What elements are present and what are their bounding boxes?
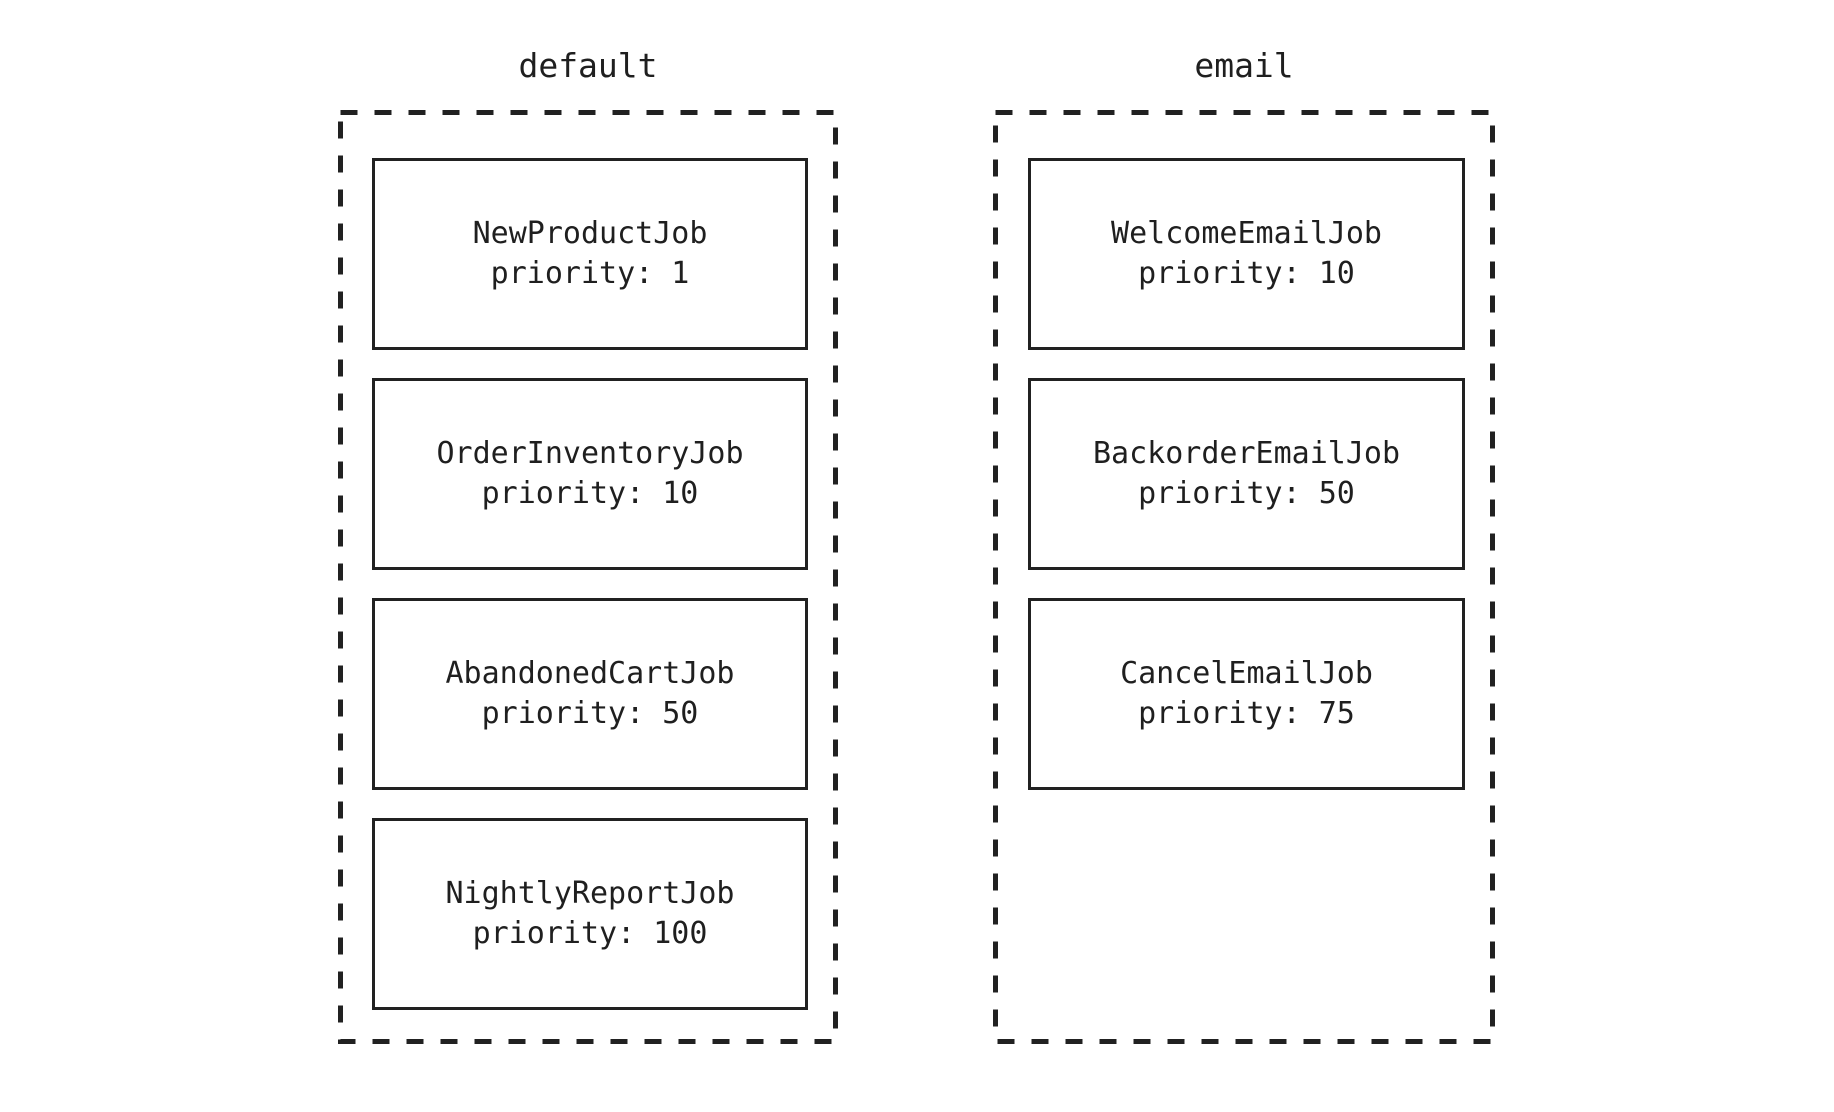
job-card[interactable]: AbandonedCartJob priority: 50 <box>372 598 808 790</box>
job-priority: priority: 10 <box>481 476 699 511</box>
job-name: AbandonedCartJob <box>445 656 735 691</box>
job-name: NewProductJob <box>472 216 708 251</box>
queue-column-default: default NewProductJob priority: 1 OrderI… <box>338 0 838 1112</box>
job-card[interactable]: CancelEmailJob priority: 75 <box>1028 598 1465 790</box>
job-priority: priority: 75 <box>1138 696 1355 731</box>
job-priority: priority: 10 <box>1138 256 1355 291</box>
queue-title-email: email <box>1194 46 1294 85</box>
job-name: CancelEmailJob <box>1120 656 1373 691</box>
job-priority: priority: 1 <box>490 256 690 291</box>
job-name: WelcomeEmailJob <box>1111 216 1382 251</box>
queue-title-default: default <box>518 46 658 85</box>
job-list-email: WelcomeEmailJob priority: 10 BackorderEm… <box>1028 158 1465 790</box>
job-card[interactable]: WelcomeEmailJob priority: 10 <box>1028 158 1465 350</box>
job-name: OrderInventoryJob <box>436 436 744 471</box>
job-card[interactable]: OrderInventoryJob priority: 10 <box>372 378 808 570</box>
job-priority: priority: 100 <box>472 916 708 951</box>
job-list-default: NewProductJob priority: 1 OrderInventory… <box>372 158 808 1010</box>
job-priority: priority: 50 <box>481 696 699 731</box>
job-card[interactable]: NightlyReportJob priority: 100 <box>372 818 808 1010</box>
job-name: BackorderEmailJob <box>1092 436 1401 471</box>
job-card[interactable]: NewProductJob priority: 1 <box>372 158 808 350</box>
job-card[interactable]: BackorderEmailJob priority: 50 <box>1028 378 1465 570</box>
queue-column-email: email WelcomeEmailJob priority: 10 Backo… <box>993 0 1495 1112</box>
job-name: NightlyReportJob <box>445 876 735 911</box>
job-priority: priority: 50 <box>1138 476 1355 511</box>
